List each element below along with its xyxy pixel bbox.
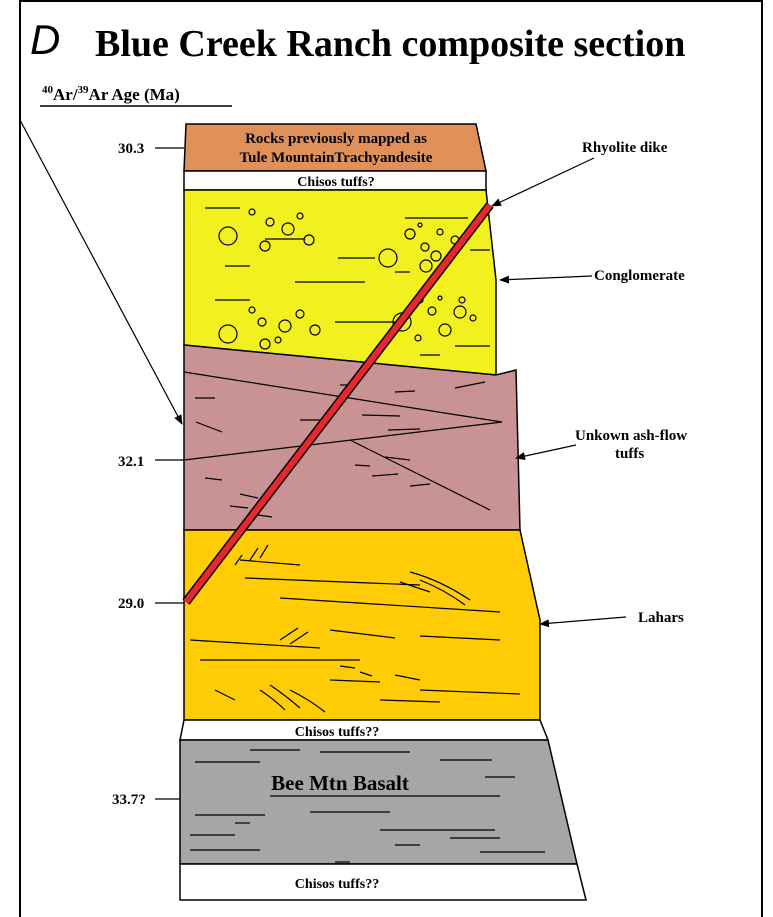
unit-chisos-upper-label: Chisos tuffs? bbox=[297, 175, 374, 190]
age-label-29-0: 29.0 bbox=[118, 596, 144, 612]
label-ash-flow-2: tuffs bbox=[615, 446, 644, 462]
age-label-32-1: 32.1 bbox=[118, 454, 144, 470]
unit-chisos-middle-label: Chisos tuffs?? bbox=[295, 725, 379, 740]
panel-letter: D bbox=[30, 16, 60, 63]
unit-bee-mtn-basalt bbox=[180, 740, 577, 864]
unit-tule-label-2: Tule MountainTrachyandesite bbox=[240, 150, 433, 166]
age-header-ar: Ar/ bbox=[53, 85, 78, 104]
label-lahars: Lahars bbox=[638, 610, 684, 626]
unit-basalt-label: Bee Mtn Basalt bbox=[271, 771, 409, 795]
arrow-ash-flow bbox=[516, 445, 576, 458]
figure-title: Blue Creek Ranch composite section bbox=[95, 23, 685, 65]
label-rhyolite-dike: Rhyolite dike bbox=[582, 140, 668, 156]
unit-chisos-lower-label: Chisos tuffs?? bbox=[295, 877, 379, 892]
arrow-lahars bbox=[540, 617, 626, 624]
unit-ash-flow-tuffs bbox=[184, 345, 520, 530]
age-label-33-7: 33.7? bbox=[112, 792, 146, 808]
label-ash-flow-1: Unkown ash-flow bbox=[575, 428, 687, 444]
age-label-30-3: 30.3 bbox=[118, 141, 144, 157]
fault-arrow-to-ash-flow bbox=[20, 120, 182, 424]
age-axis-header: 40Ar/39Ar Age (Ma) bbox=[42, 84, 180, 104]
age-header-rest: Ar Age (Ma) bbox=[89, 85, 180, 104]
unit-tule-label-1: Rocks previously mapped as bbox=[245, 131, 427, 147]
age-header-sup1: 40 bbox=[42, 84, 54, 96]
unit-lahars bbox=[184, 530, 540, 720]
arrow-rhyolite-dike bbox=[492, 158, 594, 206]
arrow-conglomerate bbox=[500, 276, 592, 280]
label-conglomerate: Conglomerate bbox=[594, 268, 685, 284]
unit-chisos-tuffs-lower bbox=[180, 864, 586, 900]
age-header-sup2: 39 bbox=[78, 84, 90, 96]
